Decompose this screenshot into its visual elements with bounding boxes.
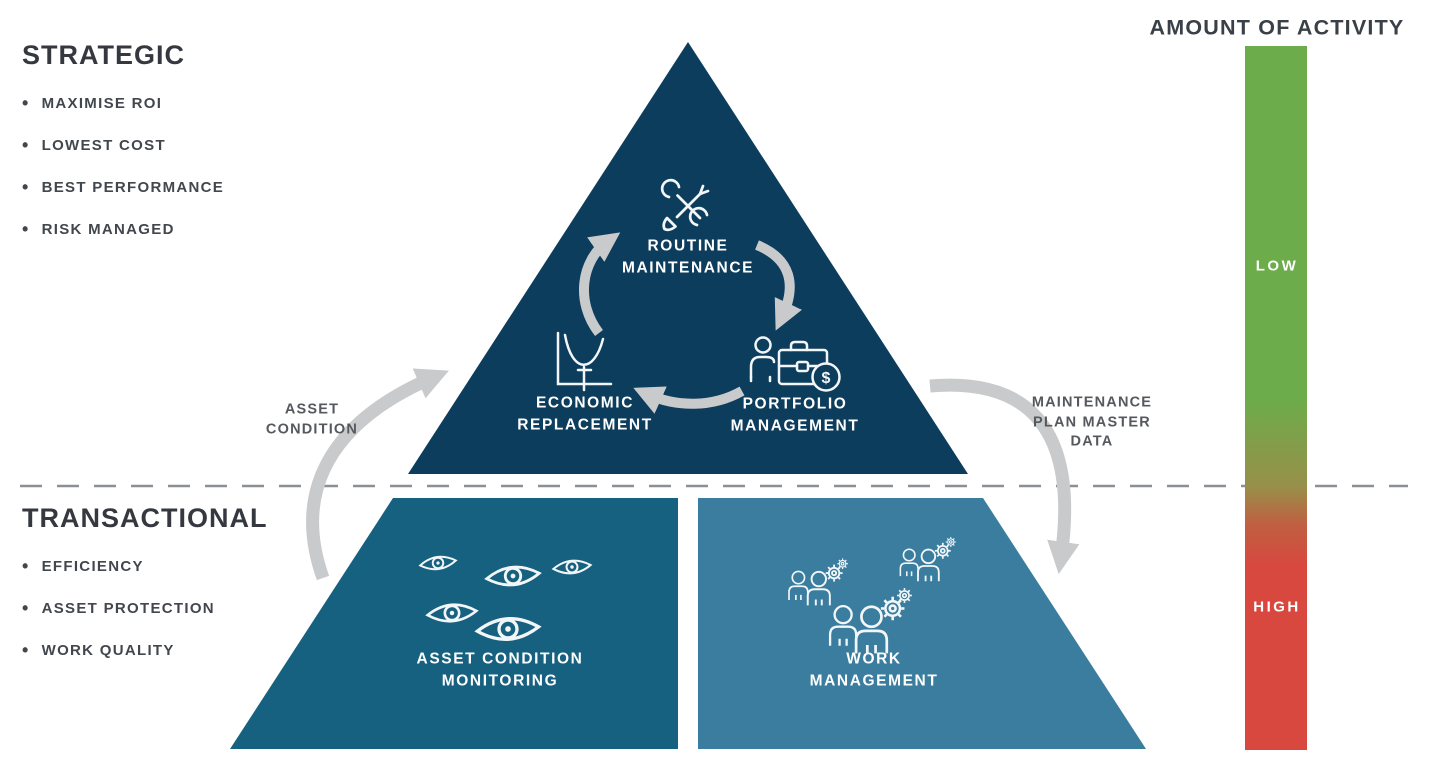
activity-scale-low-label: LOW: [1255, 257, 1299, 275]
dollar-glyph: $: [822, 370, 831, 387]
strategic-heading: STRATEGIC: [22, 40, 185, 70]
strategic-bullet-risk-managed: RISK MANAGED: [22, 219, 224, 240]
asset-condition-monitoring-block: [230, 498, 678, 749]
maintenance-cycle-arrows: [579, 232, 802, 414]
asset-condition-monitoring-label: ASSET CONDITION MONITORING: [416, 650, 584, 689]
cycle-arrow-up-icon: [579, 232, 621, 337]
transactional-bullet-asset-protection: ASSET PROTECTION: [22, 598, 267, 619]
transactional-bullet-work-quality: WORK QUALITY: [22, 640, 267, 661]
strategic-panel: STRATEGIC MAXIMISE ROI LOWEST COST BEST …: [22, 40, 224, 261]
transactional-bullet-efficiency: EFFICIENCY: [22, 556, 267, 577]
economic-replacement-label: ECONOMIC REPLACEMENT: [517, 394, 653, 433]
maintenance-plan-flow-arrow: [929, 378, 1080, 575]
cycle-arrow-left-icon: [633, 386, 745, 414]
economic-curve-icon: [556, 331, 613, 392]
transactional-panel: TRANSACTIONAL EFFICIENCY ASSET PROTECTIO…: [22, 503, 267, 682]
portfolio-management-label: PORTFOLIO MANAGEMENT: [730, 395, 860, 434]
maintenance-plan-flow-label: MAINTENANCE PLAN MASTER DATA: [1031, 394, 1153, 450]
strategic-bullet-best-performance: BEST PERFORMANCE: [22, 177, 224, 198]
activity-gradient-bar: [1245, 46, 1307, 750]
transactional-bullets: EFFICIENCY ASSET PROTECTION WORK QUALITY: [22, 556, 267, 661]
tools-icon: [660, 178, 710, 232]
cycle-arrow-down-icon: [754, 240, 802, 331]
briefcase-dollar-icon: $: [749, 336, 841, 392]
asset-condition-flow-arrow: [306, 368, 449, 581]
activity-scale-high-label: HIGH: [1253, 598, 1301, 616]
transactional-heading: TRANSACTIONAL: [22, 503, 268, 533]
strategic-bullet-lowest-cost: LOWEST COST: [22, 135, 224, 156]
work-management-label: WORK MANAGEMENT: [809, 650, 939, 689]
asset-condition-flow-label: ASSET CONDITION: [265, 401, 359, 437]
work-management-block: [698, 498, 1146, 749]
strategic-bullets: MAXIMISE ROI LOWEST COST BEST PERFORMANC…: [22, 93, 224, 240]
strategic-bullet-maximise-roi: MAXIMISE ROI: [22, 93, 224, 114]
routine-maintenance-label: ROUTINE MAINTENANCE: [621, 237, 755, 276]
activity-scale-title: AMOUNT OF ACTIVITY: [1149, 15, 1405, 40]
